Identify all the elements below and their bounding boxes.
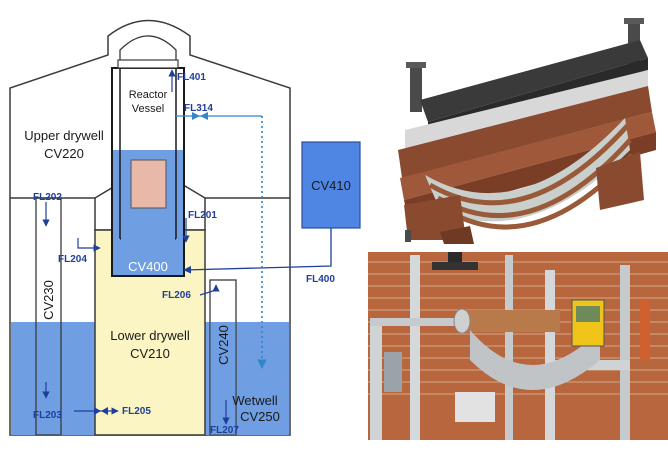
vent-cv240 [209, 279, 237, 436]
reactor-vessel-label-2: Vessel [132, 103, 164, 115]
3d-model-render [398, 18, 656, 244]
fl205-valve [94, 407, 101, 415]
fl400-label: FL400 [306, 274, 335, 285]
fl314-valve [192, 112, 200, 120]
lower-drywell-id: CV210 [130, 346, 170, 361]
reactor-vessel-label: Reactor [129, 89, 168, 101]
external-volume-cv410 [301, 141, 361, 229]
wetwell-label: Wetwell [232, 393, 277, 408]
upper-drywell-label: Upper drywell [24, 128, 104, 143]
fl206-label: FL206 [162, 290, 191, 301]
fl203-label: FL203 [33, 410, 62, 421]
upper-drywell-id: CV220 [44, 146, 84, 161]
cv400-label: CV400 [128, 259, 168, 274]
cv240-label: CV240 [216, 325, 231, 365]
fl400-line [183, 228, 332, 274]
fl207-label: FL207 [210, 425, 239, 436]
wetwell-id: CV250 [240, 409, 280, 424]
reactor-dome [119, 35, 177, 67]
fl201-label: FL201 [188, 210, 217, 221]
vent-cv230 [35, 197, 62, 436]
fl401-label: FL401 [177, 72, 206, 83]
lab-photo [368, 252, 668, 440]
reactor-core [130, 159, 167, 209]
fl204-label: FL204 [58, 254, 87, 265]
fl314-label: FL314 [184, 103, 213, 114]
lower-drywell-label: Lower drywell [110, 328, 190, 343]
fl202-label: FL202 [33, 192, 62, 203]
fl205-label: FL205 [122, 406, 151, 417]
cv230-label: CV230 [41, 280, 56, 320]
cv410-label: CV410 [311, 178, 351, 193]
